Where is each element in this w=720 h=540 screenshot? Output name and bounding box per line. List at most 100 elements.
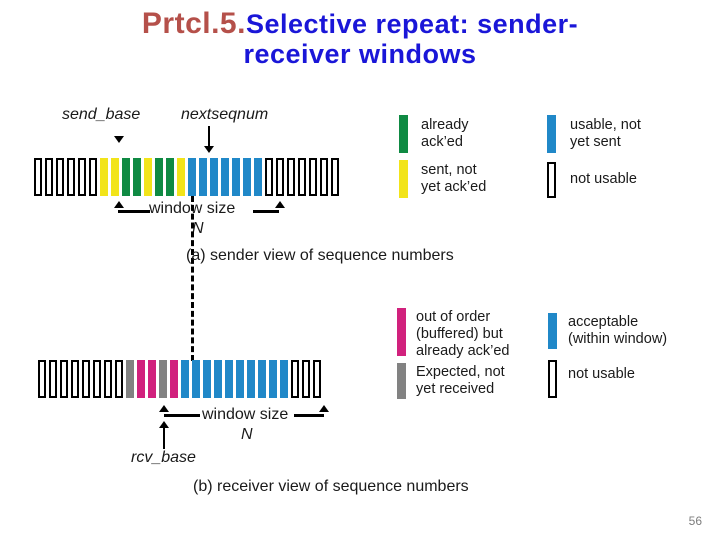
receiver-window-bracket-right-icon: [294, 414, 324, 417]
sender-sequence-cell: [155, 158, 163, 196]
receiver-sequence-cell: [225, 360, 233, 398]
rcv-base-arrow-shaft-icon: [163, 427, 165, 449]
legend-line-1: usable, not: [570, 117, 641, 133]
receiver-sequence-cell: [258, 360, 266, 398]
nextseqnum-arrow-shaft-icon: [208, 126, 210, 151]
receiver-window-arrow-right-icon: [319, 405, 329, 412]
legend-line-1: already: [421, 117, 469, 133]
sender-sequence-cell: [78, 158, 86, 196]
diagram-connector-line: [191, 196, 194, 361]
title-prefix: Prtcl.5.: [141, 7, 246, 40]
receiver-sequence-cell: [181, 360, 189, 398]
sender-sequence-cell: [298, 158, 306, 196]
sender-sequence-cell: [287, 158, 295, 196]
title-main-line-1: Selective repeat: sender-: [245, 9, 579, 39]
legend-line-2: ack’ed: [421, 133, 463, 150]
receiver-legend-label-acceptable: acceptable(within window): [568, 314, 667, 348]
sender-sequence-cell: [166, 158, 174, 196]
receiver-sequence-cell: [104, 360, 112, 398]
sender-sequence-cell: [100, 158, 108, 196]
sender-legend-label-not-usable: not usable: [570, 171, 637, 188]
receiver-sequence-cell: [137, 360, 145, 398]
legend-line-1: not usable: [568, 366, 635, 382]
receiver-sequence-cell: [115, 360, 123, 398]
receiver-sequence-cell: [192, 360, 200, 398]
receiver-sequence-cell: [280, 360, 288, 398]
nextseqnum-arrow-head-icon: [204, 146, 214, 153]
sender-caption: (a) sender view of sequence numbers: [186, 247, 454, 264]
sender-sequence-cell: [45, 158, 53, 196]
sender-sequence-cell: [144, 158, 152, 196]
receiver-sequence-cell: [38, 360, 46, 398]
receiver-sequence-cell: [170, 360, 178, 398]
legend-line-2: (within window): [568, 330, 668, 347]
sender-send-base-label: send_base: [62, 106, 141, 123]
receiver-window-size-label: window size: [202, 406, 289, 423]
sender-sequence-cell: [89, 158, 97, 196]
sender-sequence-cell: [133, 158, 141, 196]
receiver-sequence-cell: [93, 360, 101, 398]
receiver-sequence-cell: [269, 360, 277, 398]
sender-sequence-cell: [265, 158, 273, 196]
sender-sequence-cell: [56, 158, 64, 196]
receiver-sequence-cell: [302, 360, 310, 398]
sender-sequence-cell: [122, 158, 130, 196]
receiver-sequence-cell: [291, 360, 299, 398]
sender-sequence-cell: [199, 158, 207, 196]
receiver-sequence-cell: [159, 360, 167, 398]
receiver-sequence-cell: [49, 360, 57, 398]
receiver-sequence-cell: [82, 360, 90, 398]
sender-sequence-cell: [34, 158, 42, 196]
receiver-sequence-cell: [126, 360, 134, 398]
sender-sequence-row: [34, 158, 339, 196]
sender-legend-swatch-already-acked: [399, 115, 408, 153]
send-base-pointer-icon: [114, 136, 124, 143]
slide-title: Prtcl.5.Selective repeat: sender- receiv…: [0, 7, 720, 70]
receiver-sequence-cell: [203, 360, 211, 398]
receiver-sequence-cell: [236, 360, 244, 398]
receiver-legend-swatch-expected: [397, 363, 406, 399]
sender-legend-swatch-sent-not-acked: [399, 160, 408, 198]
legend-line-1: out of order: [416, 309, 491, 325]
page-number: 56: [688, 514, 702, 528]
receiver-sequence-cell: [71, 360, 79, 398]
legend-line-1: acceptable: [568, 314, 639, 330]
sender-sequence-cell: [210, 158, 218, 196]
sender-sequence-cell: [243, 158, 251, 196]
receiver-sequence-cell: [148, 360, 156, 398]
receiver-sequence-cell: [313, 360, 321, 398]
sender-sequence-cell: [177, 158, 185, 196]
sender-window-arrow-left-icon: [114, 201, 124, 208]
sender-sequence-cell: [221, 158, 229, 196]
sender-window-size-value: N: [192, 220, 204, 237]
title-main-line-2: receiver windows: [243, 39, 477, 70]
sender-sequence-cell: [309, 158, 317, 196]
receiver-window-arrow-left-icon: [159, 405, 169, 412]
title-line-1: Prtcl.5.Selective repeat: sender-: [0, 7, 720, 40]
legend-line-2: yet received: [416, 380, 495, 397]
sender-legend-swatch-usable-not-sent: [547, 115, 556, 153]
receiver-window-size-value: N: [241, 426, 253, 443]
title-line-2: receiver windows: [0, 40, 720, 69]
sender-sequence-cell: [254, 158, 262, 196]
rcv-base-arrow-head-icon: [159, 421, 169, 428]
receiver-window-bracket-left-icon: [164, 414, 200, 417]
legend-line-1: Expected, not: [416, 364, 505, 380]
legend-line-3: already ack’ed: [416, 342, 510, 359]
receiver-legend-swatch-out-of-order: [397, 308, 406, 356]
sender-legend-swatch-not-usable: [547, 162, 556, 198]
receiver-legend-swatch-acceptable: [548, 313, 557, 349]
sender-sequence-cell: [276, 158, 284, 196]
receiver-sequence-cell: [247, 360, 255, 398]
sender-sequence-cell: [188, 158, 196, 196]
sender-nextseqnum-label: nextseqnum: [181, 106, 269, 123]
legend-line-2: yet ack’ed: [421, 178, 487, 195]
receiver-caption: (b) receiver view of sequence numbers: [193, 478, 469, 495]
sender-sequence-cell: [111, 158, 119, 196]
legend-line-2: (buffered) but: [416, 325, 503, 342]
sender-window-size-label: window size: [149, 200, 236, 217]
